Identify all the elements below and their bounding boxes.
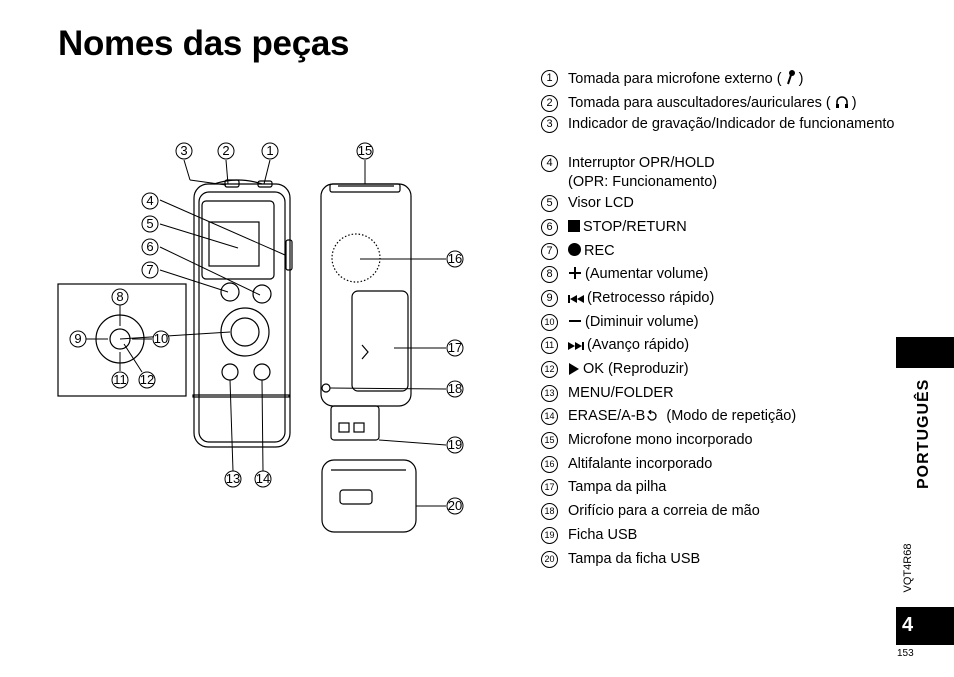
rewind-icon [568, 295, 584, 303]
part-label: MENU/FOLDER [568, 385, 674, 401]
svg-text:10: 10 [154, 331, 168, 346]
part-label: ERASE/A-B (Modo de repetição) [568, 408, 797, 424]
part-label: Altifalante incorporado [568, 456, 713, 472]
part-label: Ficha USB [568, 527, 638, 543]
part-label: STOP/RETURN [568, 218, 898, 237]
page-box: 4 [896, 607, 954, 645]
part-number: 18 [541, 503, 558, 520]
page-number: 153 [897, 648, 914, 659]
callout-7: 7 [141, 261, 159, 279]
part-number: 16 [541, 456, 558, 473]
part-number: 11 [541, 337, 558, 354]
part-number: 3 [541, 116, 558, 133]
callout-14: 14 [254, 470, 272, 488]
part-label: Microfone mono incorporado [568, 432, 753, 448]
part-number: 14 [541, 408, 558, 425]
part-number: 10 [541, 314, 558, 331]
svg-text:6: 6 [146, 239, 153, 254]
part-number: 17 [541, 479, 558, 496]
part-label: Interruptor OPR/HOLD(OPR: Funcionamento) [568, 155, 718, 190]
callout-8: 8 [111, 288, 129, 306]
callout-17: 17 [446, 339, 464, 357]
part-number: 5 [541, 195, 558, 212]
part-number: 19 [541, 527, 558, 544]
part-number: 7 [541, 243, 558, 260]
part-label: Indicador de gravação/Indicador de funci… [568, 116, 895, 132]
svg-text:20: 20 [448, 498, 462, 513]
callout-16: 16 [446, 250, 464, 268]
callout-10: 10 [152, 330, 170, 348]
part-label: (Retrocesso rápido) [568, 289, 898, 308]
callout-13: 13 [224, 470, 242, 488]
svg-text:18: 18 [448, 381, 462, 396]
callout-12: 12 [138, 371, 156, 389]
svg-text:5: 5 [146, 216, 153, 231]
svg-text:7: 7 [146, 262, 153, 277]
svg-text:17: 17 [448, 340, 462, 355]
page-box-number: 4 [902, 614, 914, 636]
callout-3: 3 [175, 142, 193, 160]
callout-9: 9 [69, 330, 87, 348]
microphone-icon [786, 70, 795, 85]
svg-text:8: 8 [116, 289, 123, 304]
callout-4: 4 [141, 192, 159, 210]
callout-20: 20 [446, 497, 464, 515]
part-label: (Avanço rápido) [568, 336, 898, 355]
part-number: 1 [541, 70, 558, 87]
page-title: Nomes das peças [58, 24, 350, 63]
part-number: 20 [541, 551, 558, 568]
svg-text:3: 3 [180, 143, 187, 158]
part-label: Visor LCD [568, 195, 634, 211]
section-tab [896, 337, 954, 368]
svg-text:9: 9 [74, 331, 81, 346]
svg-text:15: 15 [358, 143, 372, 158]
svg-text:11: 11 [113, 372, 127, 387]
callout-6: 6 [141, 238, 159, 256]
part-label: Tomada para microfone externo ( ) [568, 70, 804, 87]
minus-icon [569, 320, 581, 322]
part-label: (Diminuir volume) [568, 313, 898, 332]
callout-2: 2 [217, 142, 235, 160]
part-number: 8 [541, 266, 558, 283]
part-number: 12 [541, 361, 558, 378]
part-number: 6 [541, 219, 558, 236]
svg-text:4: 4 [146, 193, 153, 208]
language-label: PORTUGUÊS [915, 378, 932, 489]
part-number: 13 [541, 385, 558, 402]
part-label: (Aumentar volume) [568, 265, 898, 284]
callout-15: 15 [356, 142, 374, 160]
svg-text:16: 16 [448, 251, 462, 266]
part-label: REC [568, 242, 898, 261]
record-icon [568, 243, 581, 256]
callout-19: 19 [446, 436, 464, 454]
callout-18: 18 [446, 380, 464, 398]
part-label: Tampa da ficha USB [568, 551, 701, 567]
svg-text:13: 13 [226, 471, 240, 486]
repeat-icon [647, 409, 657, 421]
svg-text:2: 2 [222, 143, 229, 158]
play-icon [569, 363, 579, 375]
model-code: VQT4R68 [902, 543, 914, 593]
fast-forward-icon [568, 342, 584, 350]
part-label: OK (Reproduzir) [568, 360, 898, 379]
part-number: 4 [541, 155, 558, 172]
svg-text:19: 19 [448, 437, 462, 452]
plus-icon [569, 267, 581, 279]
callout-1: 1 [261, 142, 279, 160]
part-number: 2 [541, 95, 558, 112]
part-label: Tampa da pilha [568, 479, 667, 495]
svg-text:14: 14 [256, 471, 270, 486]
part-number: 9 [541, 290, 558, 307]
part-label: Tomada para auscultadores/auriculares ( … [568, 95, 857, 111]
part-number: 15 [541, 432, 558, 449]
stop-icon [568, 220, 580, 232]
part-label: Orifício para a correia de mão [568, 503, 760, 519]
callout-5: 5 [141, 215, 159, 233]
callout-11: 11 [111, 371, 129, 389]
headphones-icon [835, 96, 848, 108]
svg-text:12: 12 [140, 372, 154, 387]
svg-text:1: 1 [266, 143, 273, 158]
